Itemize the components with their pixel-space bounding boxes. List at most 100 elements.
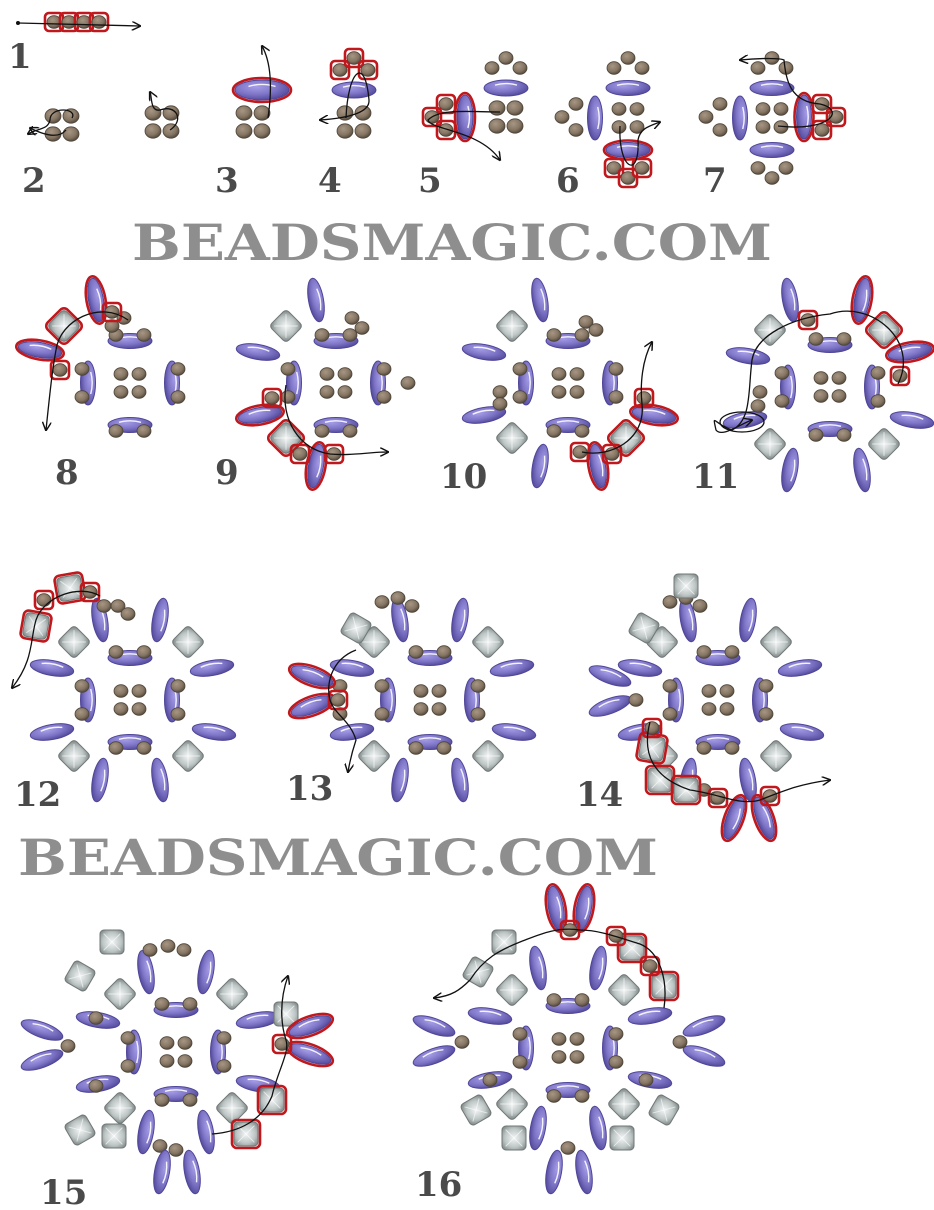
watermark-bottom: BEADSMAGIC.COM [18, 828, 658, 887]
petal-bead-icon [889, 409, 934, 431]
seed-bead-icon [338, 386, 352, 399]
cube-bead-icon [753, 313, 787, 347]
petal-bead-icon [489, 657, 535, 679]
petal-bead-icon [587, 945, 609, 991]
seed-bead-icon [570, 386, 584, 399]
petal-bead-icon [149, 597, 171, 643]
petal-bead-icon [411, 1041, 457, 1070]
seed-bead-icon [132, 386, 146, 399]
seed-bead-icon [575, 1090, 589, 1103]
petal-bead-icon [135, 949, 157, 995]
seed-bead-icon [697, 646, 711, 659]
seed-bead-icon [809, 333, 823, 346]
seed-bead-icon [609, 363, 623, 376]
seed-bead-icon [217, 1060, 231, 1073]
seed-bead-icon [513, 391, 527, 404]
cube-bead-icon [495, 309, 529, 343]
petal-bead-icon [411, 1011, 457, 1040]
step-number: 5 [418, 161, 442, 201]
seed-bead-icon [471, 680, 485, 693]
petal-bead-icon [332, 82, 376, 98]
seed-bead-icon [121, 1032, 135, 1045]
seed-bead-icon [281, 391, 295, 404]
petal-bead-icon [627, 1005, 673, 1027]
seed-bead-icon [254, 106, 270, 120]
thread-start-dot [16, 21, 20, 25]
petal-bead-icon [19, 1015, 65, 1044]
seed-bead-icon [75, 680, 89, 693]
seed-bead-icon [513, 1028, 527, 1041]
seed-bead-icon [409, 646, 423, 659]
cube-bead-icon [102, 1124, 126, 1148]
seed-bead-icon [171, 391, 185, 404]
seed-bead-icon [345, 312, 359, 325]
seed-bead-icon [751, 162, 765, 175]
seed-bead-icon [155, 1094, 169, 1107]
seed-bead-icon [570, 1033, 584, 1046]
seed-bead-icon [871, 367, 885, 380]
seed-bead-icon [837, 429, 851, 442]
seed-bead-icon [612, 121, 626, 134]
seed-bead-icon [493, 386, 507, 399]
seed-bead-icon [552, 1051, 566, 1064]
petal-bead-icon [527, 1105, 549, 1151]
seed-bead-icon [751, 62, 765, 75]
seed-bead-icon [89, 1012, 103, 1025]
seed-bead-icon [155, 998, 169, 1011]
seed-bead-icon [414, 703, 428, 716]
seed-bead-icon [756, 121, 770, 134]
cube-bead-icon [57, 625, 91, 659]
cube-bead-icon [867, 427, 901, 461]
seed-bead-icon [753, 386, 767, 399]
seed-bead-icon [63, 109, 79, 123]
cube-bead-icon [753, 427, 787, 461]
cube-bead-icon [215, 977, 249, 1011]
step-number: 8 [55, 453, 79, 493]
seed-bead-icon [547, 994, 561, 1007]
petal-bead-icon [329, 657, 375, 679]
seed-bead-icon [343, 329, 357, 342]
step-number: 14 [576, 775, 623, 815]
seed-bead-icon [699, 111, 713, 124]
watermark-top: BEADSMAGIC.COM [132, 213, 772, 272]
seed-bead-icon [163, 124, 179, 138]
petal-bead-icon [588, 96, 603, 140]
seed-bead-icon [547, 425, 561, 438]
seed-bead-icon [89, 1080, 103, 1093]
cube-bead-icon [64, 1114, 97, 1147]
petal-bead-icon [725, 345, 771, 367]
seed-bead-icon [814, 372, 828, 385]
cube-bead-icon [471, 739, 505, 773]
step-number: 16 [415, 1165, 462, 1205]
cube-bead-icon [64, 960, 97, 993]
seed-bead-icon [171, 363, 185, 376]
seed-bead-icon [160, 1037, 174, 1050]
seed-bead-icon [401, 377, 415, 390]
seed-bead-icon [575, 329, 589, 342]
cube-bead-icon [171, 739, 205, 773]
seed-bead-icon [693, 600, 707, 613]
petal-bead-icon [449, 757, 471, 803]
seed-bead-icon [121, 1060, 135, 1073]
petal-bead-icon [527, 945, 549, 991]
seed-bead-icon [178, 1055, 192, 1068]
seed-bead-icon [132, 685, 146, 698]
petal-bead-icon [779, 721, 825, 743]
cube-bead-icon [100, 930, 124, 954]
seed-bead-icon [183, 998, 197, 1011]
seed-bead-icon [109, 742, 123, 755]
petal-bead-icon [235, 401, 286, 428]
cube-bead-icon [495, 1087, 529, 1121]
seed-bead-icon [121, 608, 135, 621]
cube-bead-icon [171, 625, 205, 659]
seed-bead-icon [725, 646, 739, 659]
seed-bead-icon [254, 124, 270, 138]
seed-bead-icon [355, 322, 369, 335]
petal-bead-icon [181, 1149, 203, 1195]
petal-bead-icon [189, 657, 235, 679]
step-number: 10 [440, 457, 487, 497]
step-number: 7 [703, 161, 727, 201]
seed-bead-icon [75, 391, 89, 404]
cube-bead-icon [502, 1126, 526, 1150]
